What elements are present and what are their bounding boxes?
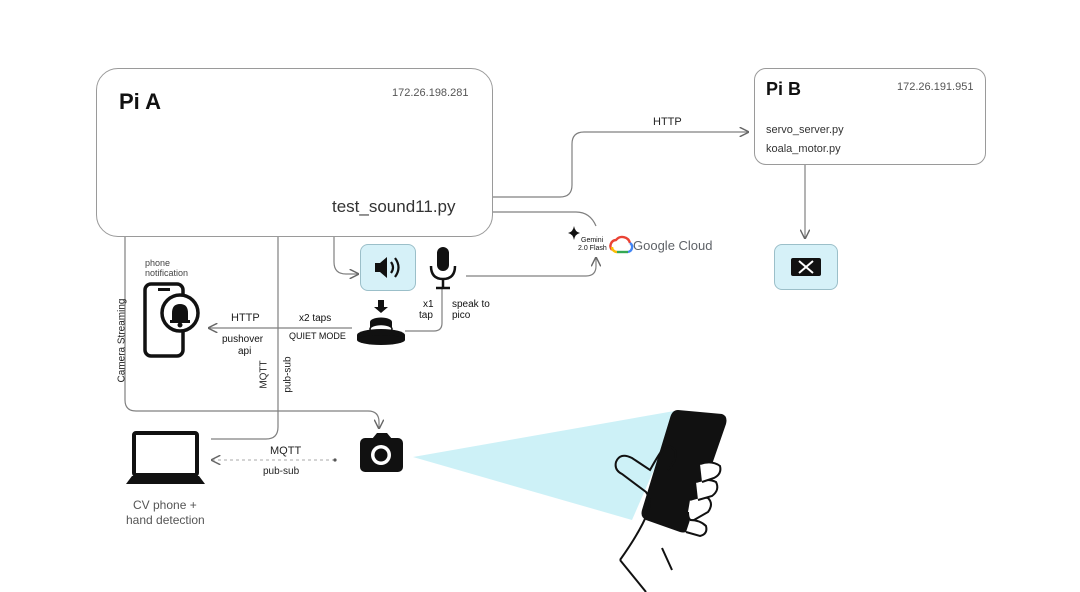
mqtt-bottom-label: MQTT <box>270 445 302 457</box>
phone-notification-label-2: notification <box>145 268 189 278</box>
http-link-pia-pib <box>492 132 748 198</box>
google-cloud-icon <box>609 235 634 254</box>
speaker-icon <box>360 244 416 291</box>
gemini-label-2: 2.0 Flash <box>578 245 607 252</box>
pushover-label-2: api <box>238 346 252 357</box>
http-top-label: HTTP <box>653 116 682 128</box>
camera-streaming-link <box>124 218 379 428</box>
chain-link-icon <box>791 258 821 276</box>
http-left-label: HTTP <box>231 312 260 324</box>
pi-b-container <box>754 68 986 165</box>
mqtt-vertical-label: MQTT <box>258 360 270 389</box>
gemini-star-icon <box>568 226 580 240</box>
pi-b-file-koala: koala_motor.py <box>766 143 841 155</box>
pi-b-title: Pi B <box>766 79 802 99</box>
camera-icon <box>360 433 403 472</box>
gemini-to-script-link <box>483 212 597 227</box>
speak-label-1: speak to <box>452 299 490 310</box>
pi-b-ip: 172.26.191.951 <box>897 81 974 93</box>
google-cloud-label: Google Cloud <box>633 238 713 253</box>
pubsub-bottom-label: pub-sub <box>263 466 300 477</box>
pi-b-file-servo: servo_server.py <box>766 124 844 136</box>
mqtt-dot <box>333 458 337 462</box>
laptop-icon <box>126 431 205 484</box>
pi-a-script-name: test_sound11.py <box>332 197 456 216</box>
volume-icon <box>375 257 400 278</box>
speak-label-2: pico <box>452 310 471 321</box>
koala-motor-icon <box>774 244 838 290</box>
gemini-label-1: Gemini <box>581 237 604 244</box>
cv-label-2: hand detection <box>126 513 205 527</box>
x1-label: x1 <box>423 299 434 310</box>
hand-phone-illustration <box>614 410 727 592</box>
pi-a-title: Pi A <box>119 89 161 114</box>
x2-taps-label: x2 taps <box>299 313 332 324</box>
phone-notification-label-1: phone <box>145 258 171 268</box>
tap-label: tap <box>419 310 433 321</box>
mic-to-gemini-link <box>466 258 596 277</box>
button-icon <box>357 300 405 345</box>
pushover-label-1: pushover <box>222 334 264 345</box>
microphone-icon <box>429 247 457 290</box>
pi-a-ip: 172.26.198.281 <box>392 87 469 99</box>
camera-streaming-label: Camera Streaming <box>116 298 128 383</box>
pubsub-vertical-label: pub-sub <box>282 356 294 393</box>
camera-view-beam <box>413 410 680 520</box>
quiet-mode-label: QUIET MODE <box>289 331 346 341</box>
button-to-mic-link <box>405 288 443 332</box>
phone-bell-icon <box>143 282 200 358</box>
cv-label-1: CV phone + <box>133 498 197 512</box>
pi-a-container <box>96 68 493 237</box>
script-to-speaker-link <box>333 220 358 274</box>
